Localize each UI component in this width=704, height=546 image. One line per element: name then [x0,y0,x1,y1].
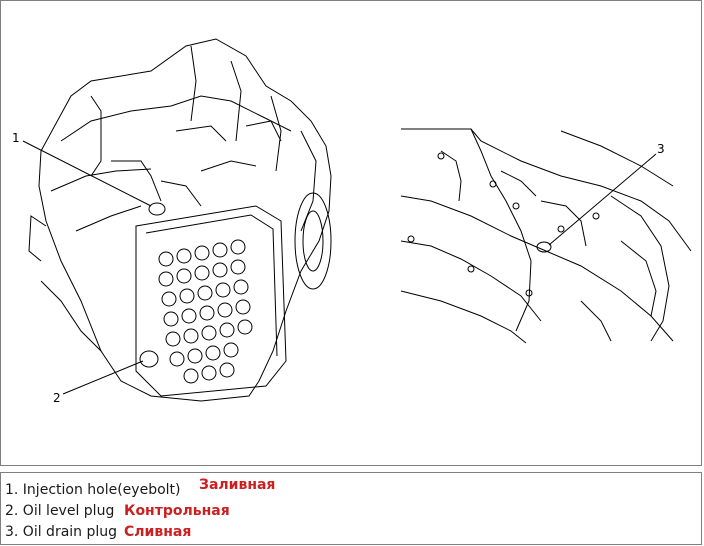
figure-frame: 1 2 3 [0,0,702,466]
callout-number-1: 1 [12,131,20,145]
leader-line-1 [22,140,152,207]
drain-plug-detail-illustration [400,128,692,344]
leader-line-3 [548,153,657,246]
legend-item-translation: Контрольная [124,503,230,519]
figure-illustration: 1 2 3 [12,38,692,405]
legend-item-oil-level-plug: 2. Oil level plug Контрольная [5,500,230,520]
oil-drain-plug-marker [536,241,552,253]
injection-hole-marker [148,202,166,216]
transmission-illustration [28,38,332,402]
legend-item-label: 3. Oil drain plug [5,524,118,540]
legend-item-label: 2. Oil level plug [5,503,115,519]
callout-number-2: 2 [53,391,61,405]
leader-line-2 [62,360,144,395]
oil-level-plug-marker [139,350,159,368]
legend-box: 1. Injection hole(eyebolt) Заливная 2. O… [0,472,702,545]
legend-item-oil-drain-plug: 3. Oil drain plug Сливная [5,521,191,541]
legend-item-translation: Заливная [199,477,276,493]
legend-item-translation: Сливная [124,524,192,540]
legend-item-label: 1. Injection hole(eyebolt) [5,482,181,498]
leader-lines [22,140,657,395]
callout-number-3: 3 [657,142,665,156]
valve-body-bolts [158,239,253,384]
legend-item-injection-hole: 1. Injection hole(eyebolt) Заливная [5,477,275,499]
